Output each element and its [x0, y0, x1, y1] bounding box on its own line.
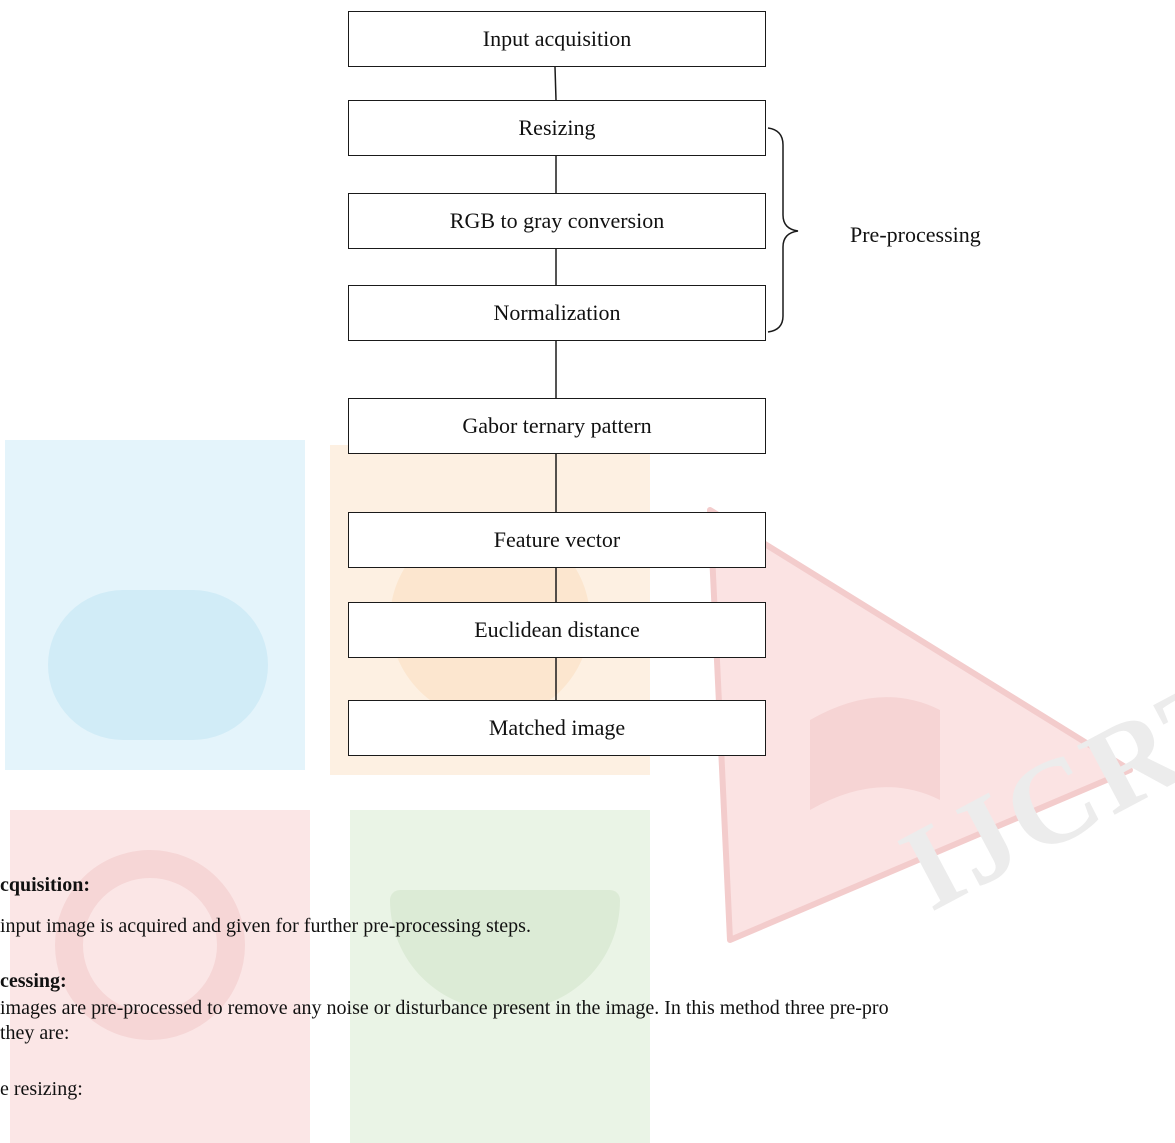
paragraph-input-acquisition: input image is acquired and given for fu…	[0, 915, 531, 937]
box-normalization: Normalization	[348, 285, 766, 341]
box-label: Gabor ternary pattern	[462, 413, 652, 438]
box-feature-vector: Feature vector	[348, 512, 766, 568]
box-gabor-ternary-pattern: Gabor ternary pattern	[348, 398, 766, 454]
paragraph-pre-processing-line1: images are pre-processed to remove any n…	[0, 997, 889, 1019]
box-label: Resizing	[518, 115, 596, 140]
box-rgb-to-gray: RGB to gray conversion	[348, 193, 766, 249]
watermark-blue-hand-shape	[48, 590, 268, 740]
pre-processing-label: Pre-processing	[850, 222, 981, 247]
list-item-resizing: e resizing:	[0, 1078, 83, 1100]
curly-brace	[767, 127, 799, 333]
box-euclidean-distance: Euclidean distance	[348, 602, 766, 658]
heading-pre-processing: cessing:	[0, 970, 67, 992]
box-label: RGB to gray conversion	[449, 208, 665, 233]
box-label: Matched image	[488, 715, 626, 740]
flowchart: Input acquisition Resizing RGB to gray c…	[348, 11, 981, 756]
box-label: Normalization	[493, 300, 621, 325]
box-label: Feature vector	[493, 527, 621, 552]
flowchart-connectors	[554, 66, 799, 700]
paragraph-pre-processing-line2: they are:	[0, 1022, 70, 1044]
connector-line	[554, 66, 557, 101]
box-resizing: Resizing	[348, 100, 766, 156]
box-input-acquisition: Input acquisition	[348, 11, 766, 67]
box-label: Input acquisition	[482, 26, 632, 51]
box-label: Euclidean distance	[474, 617, 640, 642]
box-matched-image: Matched image	[348, 700, 766, 756]
heading-input-acquisition: cquisition:	[0, 874, 91, 896]
